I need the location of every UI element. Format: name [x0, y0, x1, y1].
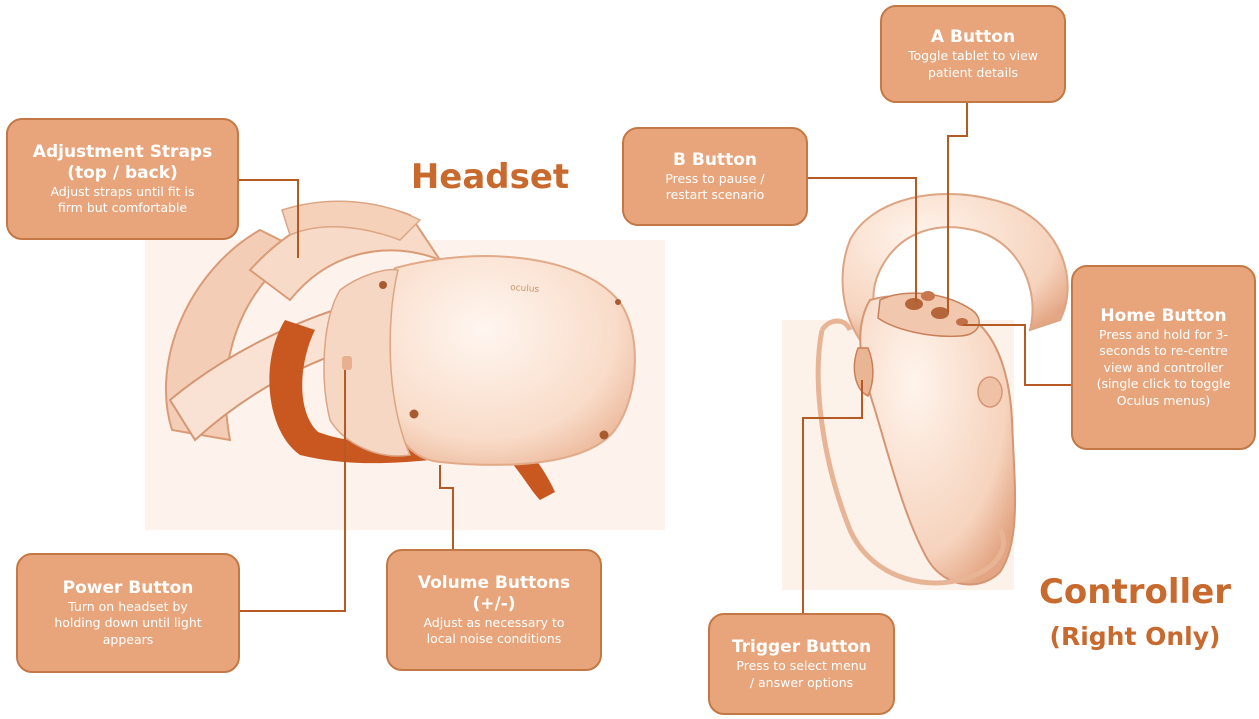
- a-button-shape: [931, 307, 949, 319]
- callout-adjustment-straps: Adjustment Straps (top / back) Adjust st…: [6, 118, 239, 240]
- callout-description: Press to pause / restart scenario: [665, 171, 764, 204]
- callout-title: Power Button: [63, 578, 194, 599]
- controller-subtitle: (Right Only): [1030, 620, 1240, 654]
- thumbstick-shape: [921, 291, 935, 301]
- headset-title: Headset: [400, 155, 580, 199]
- callout-title: A Button: [931, 27, 1015, 48]
- callout-a-button: A Button Toggle tablet to view patient d…: [880, 5, 1066, 103]
- callout-description: Toggle tablet to view patient details: [908, 48, 1038, 81]
- callout-title: B Button: [673, 150, 757, 171]
- controller-title: Controller: [1020, 570, 1250, 614]
- callout-description: Adjust as necessary to local noise condi…: [423, 615, 564, 648]
- b-button-shape: [905, 298, 923, 310]
- callout-home-button: Home Button Press and hold for 3- second…: [1071, 265, 1256, 450]
- sensor-dot: [410, 410, 419, 419]
- callout-description: Turn on headset by holding down until li…: [54, 599, 201, 649]
- device-logo: oculus: [510, 283, 540, 295]
- power-button-nub: [342, 356, 352, 370]
- controller-illustration: [782, 194, 1068, 590]
- callout-title: Home Button: [1100, 306, 1226, 327]
- callout-volume-buttons: Volume Buttons (+/-) Adjust as necessary…: [386, 549, 602, 671]
- sensor-dot: [379, 281, 387, 289]
- callout-title: Trigger Button: [732, 637, 871, 658]
- callout-description: Adjust straps until fit is firm but comf…: [50, 184, 194, 217]
- callout-trigger-button: Trigger Button Press to select menu / an…: [708, 613, 895, 715]
- callout-title: Volume Buttons (+/-): [418, 573, 570, 615]
- sensor-dot: [600, 431, 609, 440]
- callout-power-button: Power Button Turn on headset by holding …: [16, 553, 240, 673]
- callout-title: Adjustment Straps (top / back): [33, 142, 212, 184]
- grip-button-shape: [978, 377, 1002, 407]
- headset-illustration: oculus: [145, 201, 665, 530]
- callout-description: Press to select menu / answer options: [736, 658, 866, 691]
- callout-description: Press and hold for 3- seconds to re-cent…: [1097, 327, 1231, 410]
- sensor-dot: [615, 299, 621, 305]
- callout-b-button: B Button Press to pause / restart scenar…: [622, 127, 808, 226]
